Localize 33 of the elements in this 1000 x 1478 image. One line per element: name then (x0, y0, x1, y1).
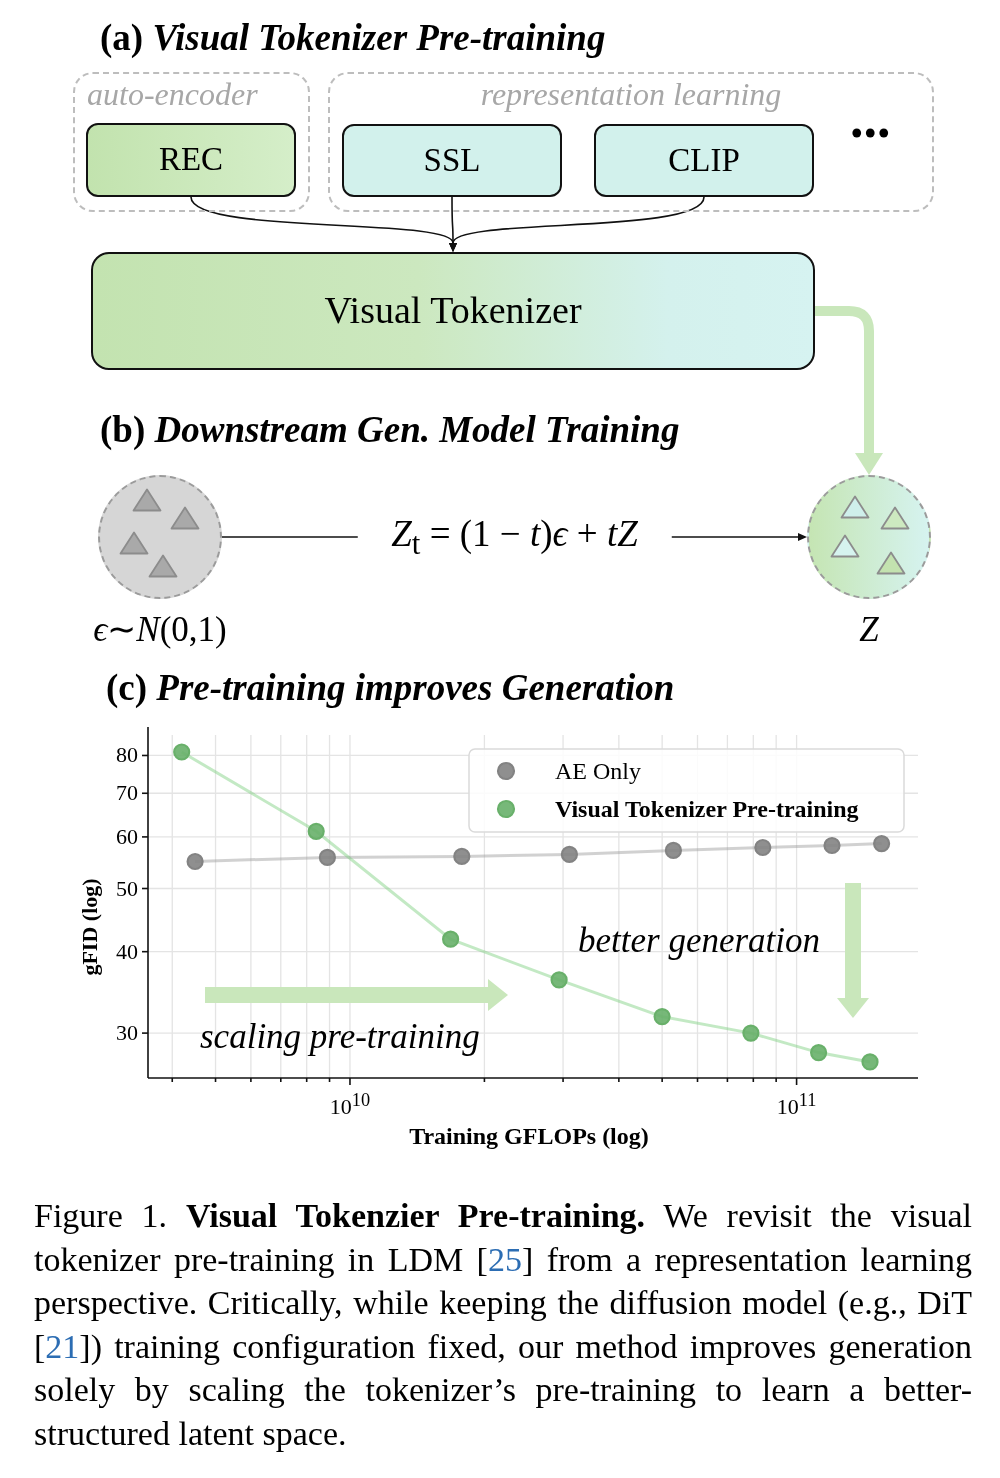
method-box: SSL (342, 124, 562, 197)
tick-label: 80 (116, 744, 138, 767)
tick-label: 50 (116, 877, 138, 900)
tick-label: 40 (116, 940, 138, 963)
panel-heading: (c) Pre-training improves Generation (106, 666, 675, 710)
citation-link: 21 (45, 1327, 80, 1365)
tick-label: 60 (116, 825, 138, 848)
legend-label: AE Only (555, 756, 641, 786)
ellipsis-text: ... (850, 92, 891, 146)
tick-label: 30 (116, 1022, 138, 1045)
annotation-text: scaling pre-training (200, 1016, 480, 1058)
annotation-text: better generation (578, 920, 821, 962)
legend-label: Visual Tokenizer Pre-training (555, 794, 859, 824)
tokenizer-box: Visual Tokenizer (91, 252, 815, 370)
dashed-group-frame (73, 72, 310, 212)
method-box: REC (86, 123, 296, 197)
node-caption: Z (859, 609, 879, 651)
panel-heading: (b) Downstream Gen. Model Training (100, 408, 680, 452)
arrow (447, 196, 705, 250)
caption-text: Figure 1. Visual Tokenzier Pre-training. We revisit the visual tokenizer pre-training in LDM [25] from a representation learning perspective. Critically, while keeping the diffusion model (e.g., DiT [21]) training configuration fixed, our method improves generation solely by scaling the tokenizer’s pre-training to learn a better-structured latent space. (34, 1196, 972, 1454)
group-title: representation learning (480, 77, 782, 113)
group-title: auto-encoder (87, 77, 258, 113)
tick-label: 10$^{10}$ (329, 1090, 371, 1120)
dashed-group-frame (328, 72, 934, 212)
axis-title: Training GFLOPs (log) (409, 1122, 649, 1151)
tick-label: 10$^{11}$ (776, 1090, 817, 1120)
arrow (815, 306, 883, 475)
axis-title: gFID (log) (76, 877, 103, 976)
panel-heading: (a) Visual Tokenizer Pre-training (100, 16, 606, 60)
tick-label: 70 (116, 782, 138, 805)
node-caption: ϵ∼N(0,1) (93, 609, 227, 651)
citation-link: 25 (487, 1240, 522, 1278)
method-box: CLIP (594, 124, 814, 197)
